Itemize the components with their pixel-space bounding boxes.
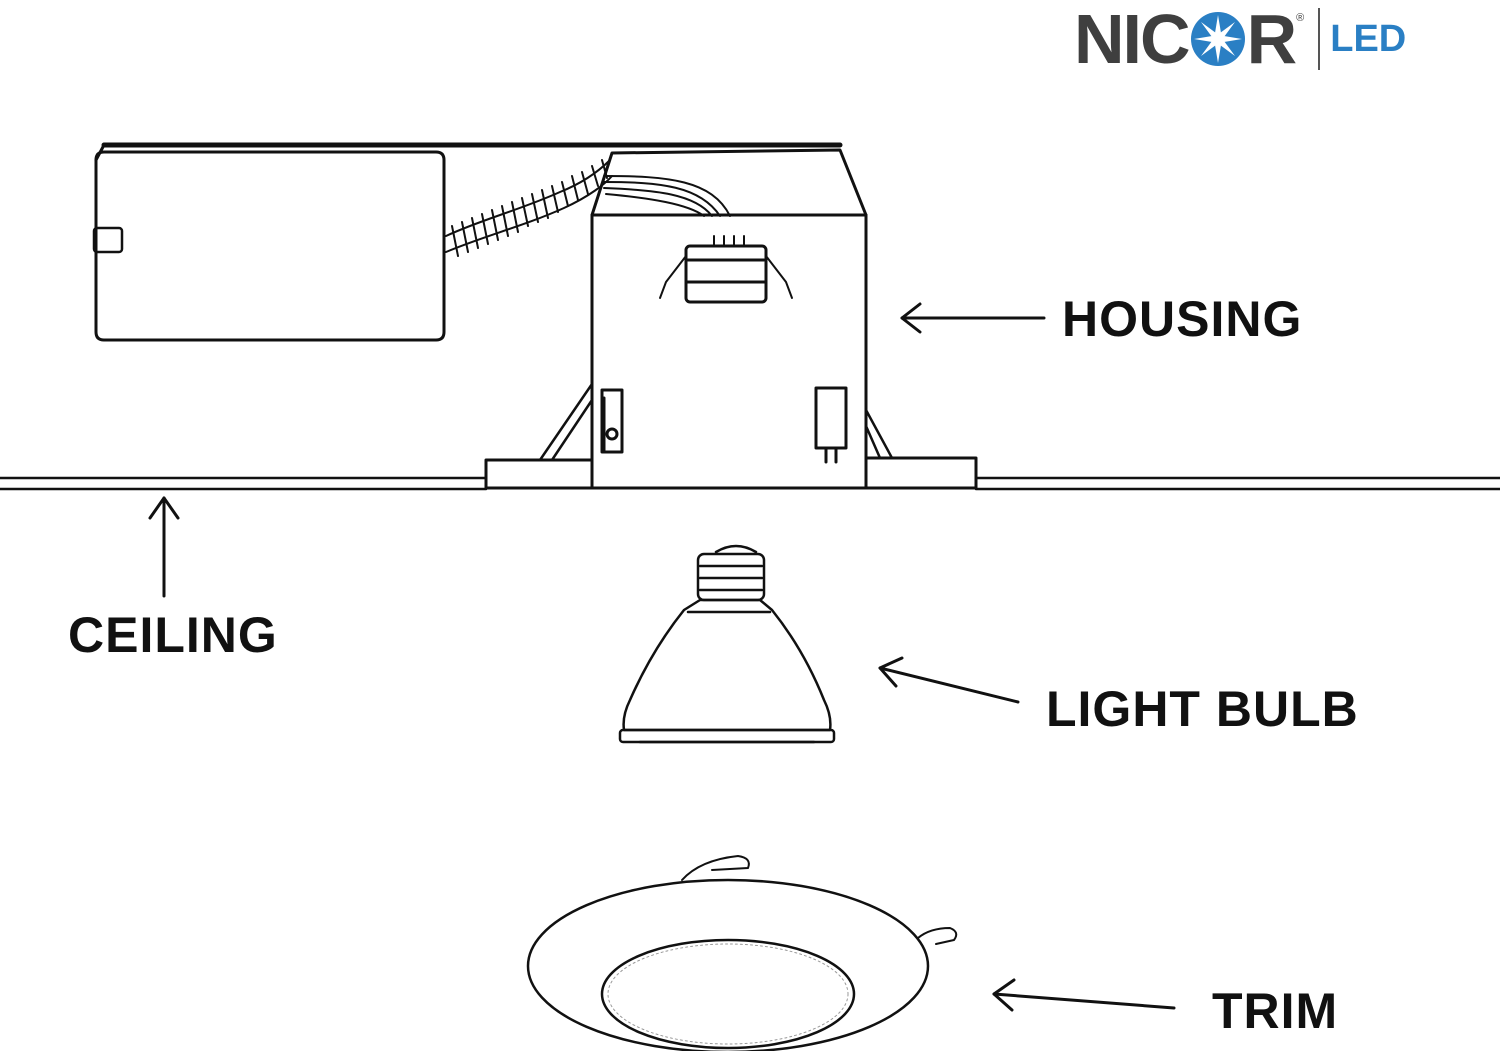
logo-text-left: NIC [1074,0,1191,78]
housing-can [484,148,978,490]
logo-divider [1318,8,1321,70]
housing-label: HOUSING [1062,291,1303,347]
nicor-wordmark: NIC R [1074,0,1298,78]
light-bulb-arrow [878,656,1020,704]
ceiling-arrow [148,496,180,598]
trim-arrow [992,978,1176,1012]
trim-label: TRIM [1212,983,1339,1039]
housing-arrow [900,302,1046,334]
ceiling-line [0,476,1500,491]
flex-conduit [445,159,613,257]
light-bulb [618,544,836,744]
starburst-icon [1190,12,1245,66]
light-bulb-label: LIGHT BULB [1046,681,1359,737]
junction-box [92,142,843,342]
logo-led-text: LED [1330,17,1407,60]
trim [526,855,958,1051]
logo-text-right: R [1246,0,1298,78]
nicor-led-logo: NIC R ® LED [1074,2,1406,76]
registered-mark: ® [1296,12,1305,24]
ceiling-label: CEILING [68,607,278,663]
